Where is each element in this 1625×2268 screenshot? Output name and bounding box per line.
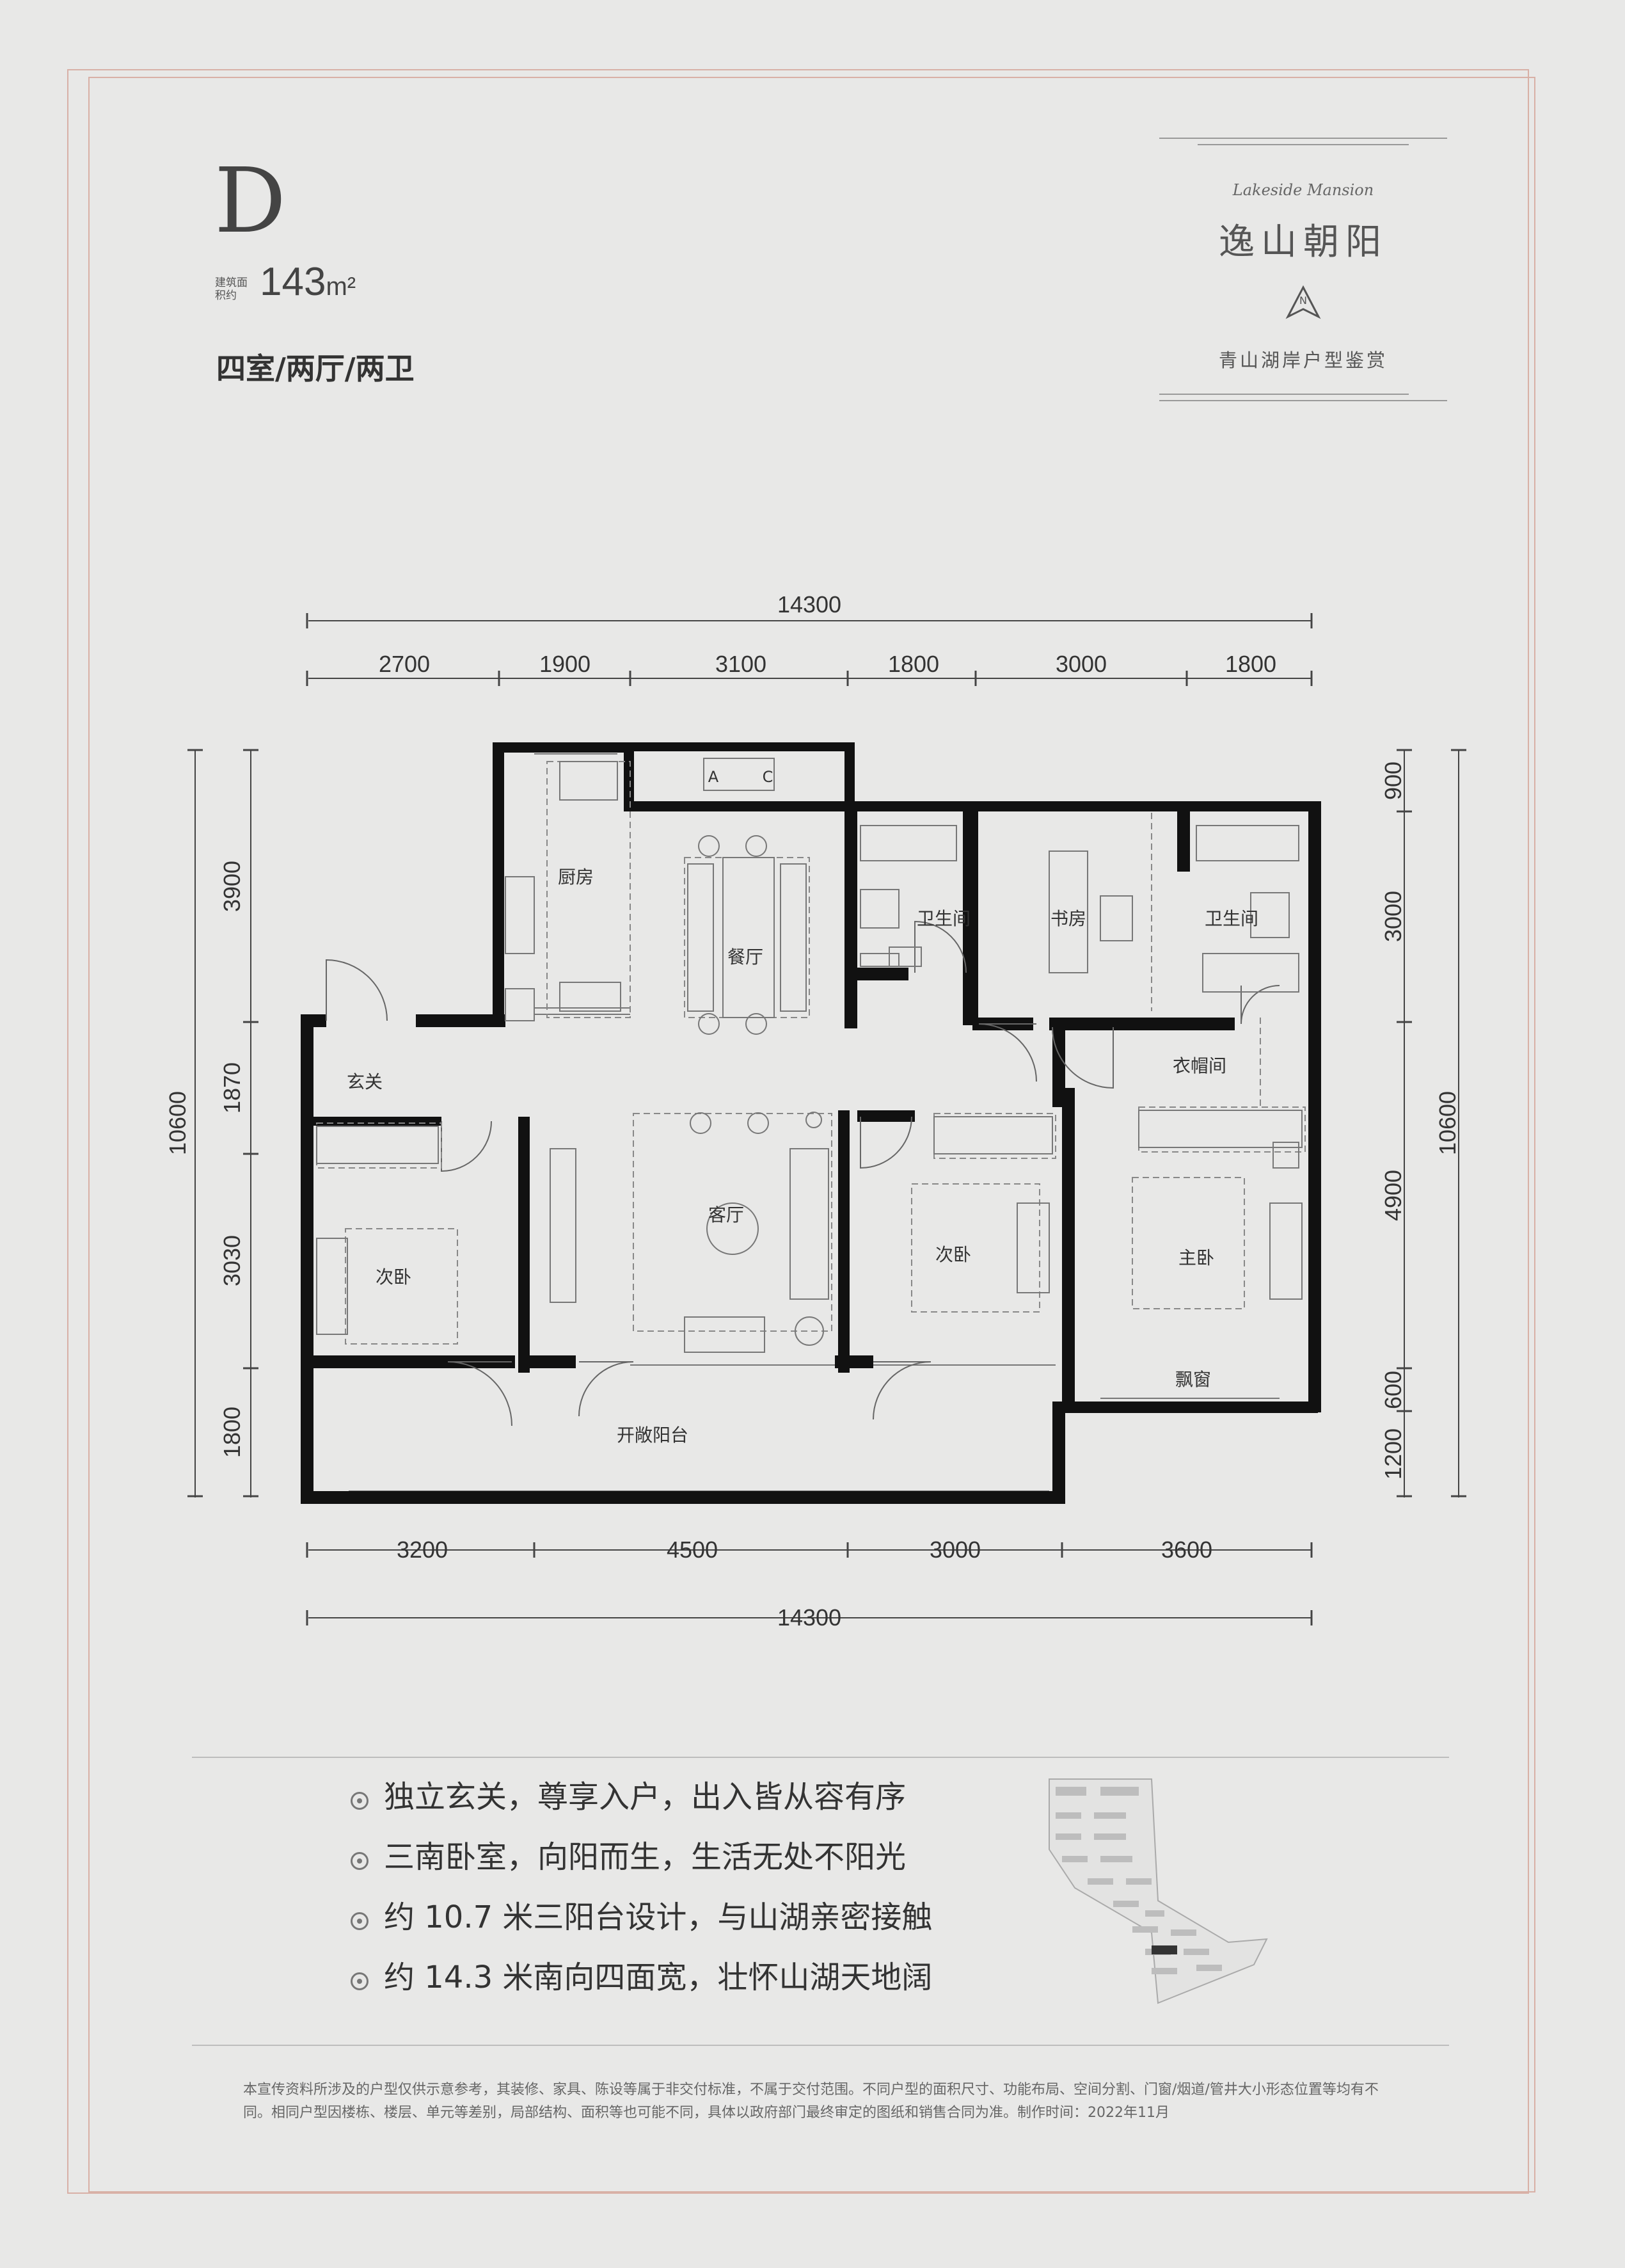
dimension-labels: 14300 2700 1900 3100 1800 3000 1800 3200… bbox=[164, 591, 1461, 1631]
separator-bottom bbox=[192, 2045, 1449, 2046]
dim-top-6: 1800 bbox=[1225, 651, 1276, 677]
feature-text: 约 10.7 米三阳台设计，与山湖亲密接触 bbox=[384, 1899, 933, 1935]
site-plan-map bbox=[1049, 1778, 1268, 2004]
dim-bottom-3: 3000 bbox=[930, 1537, 981, 1563]
room-bath-2: 卫生间 bbox=[1205, 908, 1258, 929]
room-entry: 玄关 bbox=[347, 1071, 383, 1092]
walls bbox=[301, 742, 1321, 1504]
feature-item: 约 10.7 米三阳台设计，与山湖亲密接触 bbox=[351, 1898, 932, 1958]
brand-script-title: Lakeside Mansion bbox=[1232, 181, 1374, 199]
feature-item: 三南卧室，向阳而生，生活无处不阳光 bbox=[351, 1838, 932, 1898]
dim-top-total: 14300 bbox=[777, 591, 841, 618]
brand-bottom-rule bbox=[1159, 394, 1409, 395]
dim-left-1: 3900 bbox=[219, 861, 245, 912]
ac-label-c: C bbox=[763, 768, 773, 786]
separator-top bbox=[192, 1757, 1449, 1758]
bullet-icon bbox=[351, 1972, 369, 1990]
room-bedroom-mid: 次卧 bbox=[935, 1244, 971, 1265]
dim-right-3: 4900 bbox=[1380, 1170, 1406, 1221]
room-bath-1: 卫生间 bbox=[917, 908, 971, 929]
room-bedroom-west: 次卧 bbox=[376, 1266, 411, 1288]
room-master: 主卧 bbox=[1178, 1247, 1214, 1268]
feature-item: 约 14.3 米南向四面宽，壮怀山湖天地阔 bbox=[351, 1958, 932, 2018]
brand-block: Lakeside Mansion 逸山朝阳 N 青山湖岸户型鉴赏 bbox=[1159, 138, 1447, 406]
ac-label-a: A bbox=[708, 768, 719, 786]
dim-right-total: 10600 bbox=[1434, 1091, 1461, 1155]
bullet-icon bbox=[351, 1912, 369, 1930]
brand-bottom-rule-long bbox=[1159, 400, 1447, 401]
svg-text:N: N bbox=[1299, 294, 1307, 307]
area-caption: 建筑面积约 bbox=[215, 276, 248, 302]
feature-text: 三南卧室，向阳而生，生活无处不阳光 bbox=[384, 1839, 907, 1875]
dim-left-3: 3030 bbox=[219, 1235, 245, 1286]
brand-name: 逸山朝阳 bbox=[1219, 221, 1388, 263]
room-walk-in: 衣帽间 bbox=[1173, 1055, 1226, 1076]
dim-right-2: 3000 bbox=[1380, 891, 1406, 942]
dim-bottom-1: 3200 bbox=[397, 1537, 448, 1563]
room-labels: 厨房 餐厅 卫生间 书房 卫生间 玄关 客厅 次卧 次卧 衣帽间 主卧 飘窗 开… bbox=[347, 768, 1258, 1446]
room-dining: 餐厅 bbox=[727, 946, 763, 968]
room-balcony: 开敞阳台 bbox=[617, 1425, 688, 1446]
disclaimer: 本宣传资料所涉及的户型仅供示意参考，其装修、家具、陈设等属于非交付标准，不属于交… bbox=[243, 2082, 1379, 2121]
dim-left-total: 10600 bbox=[164, 1091, 191, 1155]
dim-right-1: 900 bbox=[1380, 762, 1406, 800]
dim-top-2: 1900 bbox=[539, 651, 591, 677]
dim-bottom-4: 3600 bbox=[1161, 1537, 1212, 1563]
dim-bottom-2: 4500 bbox=[667, 1537, 718, 1563]
dim-top-1: 2700 bbox=[379, 651, 430, 677]
dim-right-4: 600 bbox=[1380, 1371, 1406, 1409]
site-plan-marker bbox=[1152, 1945, 1177, 1954]
outer-frame bbox=[67, 69, 1529, 2194]
area-value-group: 143m² bbox=[260, 262, 356, 302]
inner-frame bbox=[88, 77, 1535, 2192]
north-arrow-icon: N bbox=[1285, 285, 1321, 319]
unit-type-letter: D bbox=[214, 149, 287, 253]
room-living: 客厅 bbox=[708, 1204, 744, 1226]
furniture-solid bbox=[316, 758, 1303, 1353]
feature-text: 独立玄关，尊享入户，出入皆从容有序 bbox=[384, 1779, 907, 1815]
furniture-dashed bbox=[316, 761, 1306, 1345]
dim-top-4: 1800 bbox=[888, 651, 939, 677]
area-unit: m² bbox=[326, 273, 356, 301]
bullet-icon bbox=[351, 1792, 369, 1810]
area-value: 143 bbox=[260, 260, 326, 304]
dim-left-4: 1800 bbox=[219, 1407, 245, 1458]
dim-right-5: 1200 bbox=[1380, 1428, 1406, 1480]
doors bbox=[326, 920, 1280, 1426]
dim-top-3: 3100 bbox=[715, 651, 766, 677]
dim-top-5: 3000 bbox=[1056, 651, 1107, 677]
room-kitchen: 厨房 bbox=[558, 866, 594, 888]
room-study: 书房 bbox=[1050, 908, 1086, 929]
room-bay-window: 飘窗 bbox=[1175, 1369, 1211, 1390]
brand-top-rule bbox=[1159, 138, 1447, 139]
bullet-icon bbox=[351, 1852, 369, 1870]
layout-type: 四室/两厅/两卫 bbox=[216, 351, 415, 386]
dimension-lines bbox=[194, 620, 1459, 1618]
feature-item: 独立玄关，尊享入户，出入皆从容有序 bbox=[351, 1778, 932, 1838]
brand-top-rule-short bbox=[1198, 144, 1409, 145]
dim-bottom-total: 14300 bbox=[777, 1604, 841, 1631]
dimension-ticks bbox=[187, 613, 1466, 1625]
feature-list: 独立玄关，尊享入户，出入皆从容有序 三南卧室，向阳而生，生活无处不阳光 约 10… bbox=[351, 1778, 932, 2018]
feature-text: 约 14.3 米南向四面宽，壮怀山湖天地阔 bbox=[384, 1960, 933, 1995]
brand-subtitle: 青山湖岸户型鉴赏 bbox=[1218, 349, 1388, 371]
dim-left-2: 1870 bbox=[219, 1062, 245, 1114]
